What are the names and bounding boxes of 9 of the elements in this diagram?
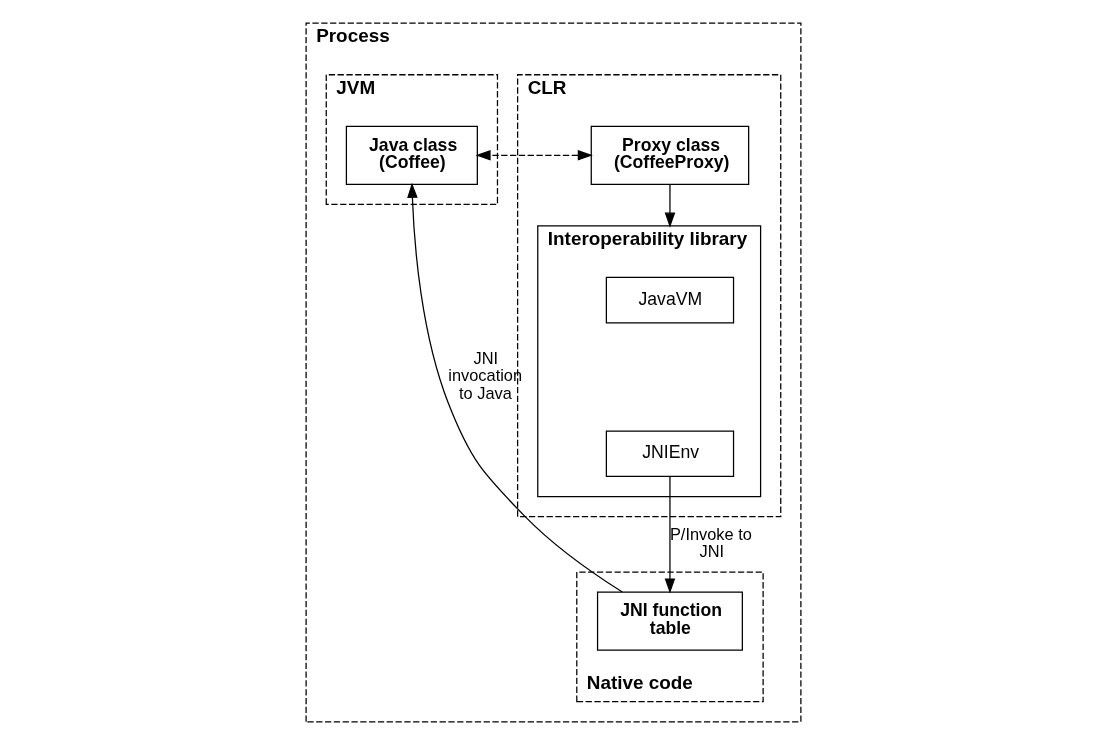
arrow [664, 183, 675, 228]
node-box: JNI function table [596, 591, 743, 651]
arrow [664, 475, 675, 594]
node-box: JavaVM [605, 276, 734, 324]
node-box: Proxy class (CoffeeProxy) [590, 125, 749, 185]
node-box: JNIEnv [605, 430, 734, 477]
node-box: Java class (Coffee) [345, 125, 478, 185]
arrow [475, 150, 593, 161]
edge-label: P/Invoke to JNI [669, 524, 752, 561]
